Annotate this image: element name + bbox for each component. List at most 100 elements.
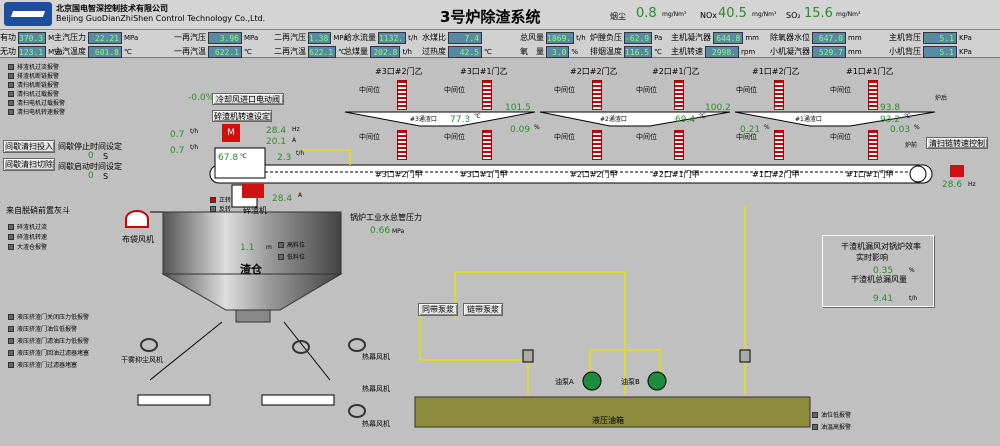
truck-left — [137, 394, 211, 406]
params_row2-param-unit: ℃ — [654, 47, 662, 56]
door-bottom-label: #1口#1门甲 — [846, 170, 894, 179]
run-time-value[interactable]: 0 — [88, 171, 94, 181]
low-level-indicator: 低料位 — [278, 252, 305, 261]
hydraulic-alarm-label: 液压挤渣门回油过滤器堵塞 — [17, 350, 90, 357]
nox-label: NOx — [700, 11, 718, 20]
alarm-label: 排渣机过流报警 — [17, 64, 60, 71]
hydraulic-alarm-item: 液压挤渣门油位低报警 — [8, 324, 77, 333]
params_row1-param-label: 主机背压 — [889, 33, 921, 42]
intermittent-on-button[interactable]: 间歇清扫投入 — [3, 140, 55, 153]
door-top[interactable] — [397, 80, 407, 110]
params_row2-param-label: 一再汽温 — [174, 47, 206, 56]
hydraulic-alarm-led — [8, 349, 14, 356]
crusher-label: 碎渣机 — [243, 206, 267, 215]
door-top-mid-label: 中间位 — [636, 86, 657, 94]
door-top-label: #3口#1门乙 — [460, 67, 508, 76]
door-bottom[interactable] — [774, 130, 784, 160]
section-temp-top: 101.5 — [505, 103, 531, 113]
params_row1-param-unit: t/h — [408, 33, 418, 42]
pump-header-line — [589, 349, 661, 380]
params_row2-param-unit: ℃ — [244, 47, 252, 56]
params-row-1 — [0, 30, 1000, 44]
door-bottom-mid-label: 中间位 — [359, 133, 380, 141]
section-label: #2通渣口 — [600, 116, 627, 123]
door-top-mid-label: 中间位 — [554, 86, 575, 94]
params_row1-param-unit: MPa — [333, 33, 348, 42]
alarm-led — [8, 63, 14, 70]
door-bottom[interactable] — [868, 130, 878, 160]
hydraulic-alarm-led — [8, 337, 14, 344]
params-row-2 — [0, 44, 1000, 58]
alarm-led — [8, 90, 14, 97]
alarm-legend-item: 排渣机过流报警 — [8, 62, 59, 71]
furnace-front-label: 炉前 — [905, 142, 918, 149]
alarm-label: 清扫机断链报警 — [17, 82, 60, 89]
exhaust-fan-1-icon — [292, 340, 310, 354]
params_row1-param-unit: KPa — [959, 33, 972, 42]
params_row1-param-value: 370.3 — [18, 31, 47, 44]
chain-pump-button[interactable]: 链带泵浆 — [463, 303, 503, 316]
door-bottom-label: #2口#1门甲 — [652, 170, 700, 179]
cooling-air-valve-button[interactable]: 冷却风进口电动阀 — [212, 93, 284, 105]
params_row2-param-label: 排烟温度 — [590, 47, 622, 56]
door-top[interactable] — [774, 80, 784, 110]
crusher-alarm-item: 碎渣机过流 — [8, 222, 47, 231]
flow-1-value: 0.7 — [170, 130, 185, 140]
door-bottom-mid-label: 中间位 — [554, 133, 575, 141]
conveyor-end-wheel — [909, 165, 927, 183]
intermittent-off-button[interactable]: 间歇清扫切除 — [3, 158, 55, 171]
params_row1-param-label: 一再汽压 — [174, 33, 206, 42]
forward-indicator: 正转 — [210, 195, 231, 204]
oil-level-alarm: 油位低报警 — [812, 410, 851, 419]
params_row1-param-value: 3.96 — [208, 31, 242, 44]
params_row2-param-label: 主汽温度 — [54, 47, 86, 56]
door-bottom[interactable] — [674, 130, 684, 160]
alarm-label: 清扫电机过载报警 — [17, 100, 66, 107]
door-top-label: #1口#1门乙 — [846, 67, 894, 76]
outlet-line-left — [149, 321, 223, 381]
params_row1-param-value: 7.4 — [448, 31, 482, 44]
params_row1-param-unit: Pa — [654, 33, 663, 42]
low-level-led — [278, 253, 284, 260]
params_row1-param-value: 644.8 — [713, 31, 744, 44]
door-top-mid-label: 中间位 — [830, 86, 851, 94]
high-level-led — [278, 241, 284, 248]
params_row2-param-label: 小机背压 — [889, 47, 921, 56]
door-top[interactable] — [674, 80, 684, 110]
params_row1-param-unit: t/h — [576, 33, 586, 42]
crusher-motor[interactable]: M — [222, 124, 240, 142]
pump-belt-button[interactable]: 同带泵浆 — [418, 303, 458, 316]
right-motor-value: 28.6 — [942, 180, 963, 190]
section-temp-top: 93.8 — [880, 103, 901, 113]
efficiency-percent-value: 0.35 — [873, 266, 894, 276]
crusher-alarm-label: 碎渣机过流 — [17, 224, 48, 231]
hydraulic-alarm-label: 液压挤渣门关闭压力低报警 — [17, 314, 90, 321]
crusher-box — [214, 147, 266, 179]
crusher-speed-set-button[interactable]: 碎渣机转速设定 — [212, 110, 272, 122]
oil-pump-b-label: 油泵B — [621, 378, 640, 386]
section-label: #1通渣口 — [795, 116, 822, 123]
door-bottom[interactable] — [397, 130, 407, 160]
door-top[interactable] — [868, 80, 878, 110]
door-top[interactable] — [592, 80, 602, 110]
door-top-mid-label: 中间位 — [736, 86, 757, 94]
section-temp-unit: ℃ — [904, 113, 911, 120]
efficiency-line-2: 实时影响 — [856, 253, 888, 262]
params_row2-param-value: 622.1 — [308, 45, 337, 58]
params_row1-param-label: 除氧器水位 — [770, 33, 810, 42]
door-bottom[interactable] — [592, 130, 602, 160]
door-top[interactable] — [482, 80, 492, 110]
params_row1-param-unit: mm — [745, 33, 759, 42]
hydraulic-alarm-led — [8, 361, 14, 368]
chain-speed-control-button[interactable]: 清扫链转速控制 — [926, 137, 988, 149]
params_row1-param-label: 主汽压力 — [54, 33, 86, 42]
door-bottom[interactable] — [482, 130, 492, 160]
slag-motor[interactable] — [242, 184, 264, 198]
stop-time-value[interactable]: 0 — [88, 151, 94, 161]
door-top-label: #2口#2门乙 — [570, 67, 618, 76]
exhaust-fan-3-icon — [348, 404, 366, 418]
